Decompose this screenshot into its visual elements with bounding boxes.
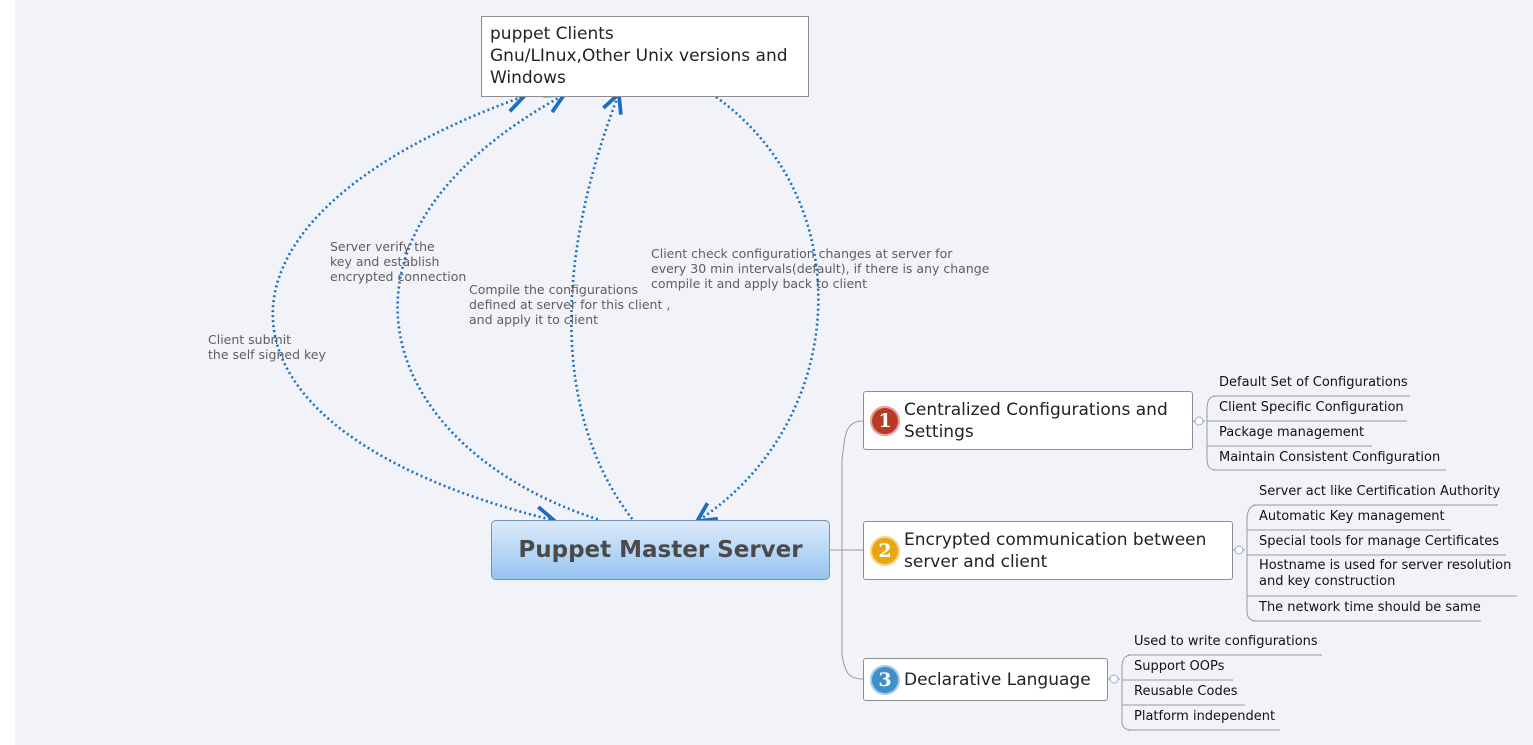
number-3-icon: 3 <box>870 664 900 695</box>
puppet-clients-node[interactable]: puppet Clients Gnu/LInux,Other Unix vers… <box>481 16 809 97</box>
branch-declarative-language[interactable]: 3 Declarative Language <box>863 658 1108 701</box>
leaf-item[interactable]: Support OOPs <box>1134 659 1225 674</box>
arrow-submit-key <box>271 97 552 520</box>
leaf-item[interactable]: Reusable Codes <box>1134 684 1238 699</box>
clients-platforms-cont: Windows <box>490 68 566 88</box>
leaf-item[interactable]: Special tools for manage Certificates <box>1259 534 1500 549</box>
leaf-item[interactable]: Default Set of Configurations <box>1219 375 1408 390</box>
collapse-toggle-3 <box>1109 674 1119 684</box>
branch-label: Declarative Language <box>904 669 1091 690</box>
collapse-toggle-1 <box>1194 416 1204 426</box>
master-title: Puppet Master Server <box>518 537 803 563</box>
collapse-toggle-2 <box>1234 545 1244 555</box>
arrow-check-changes <box>699 95 820 520</box>
leaf-item[interactable]: Used to write configurations <box>1134 634 1318 649</box>
puppet-master-node[interactable]: Puppet Master Server <box>491 520 830 580</box>
leaf-item[interactable]: The network time should be same <box>1259 600 1481 615</box>
master-to-branches <box>830 420 864 680</box>
leaf-item[interactable]: Automatic Key management <box>1259 509 1445 524</box>
clients-platforms: Gnu/LInux,Other Unix versions and <box>490 46 788 66</box>
leaf-item[interactable]: Client Specific Configuration <box>1219 400 1404 415</box>
branch3-leaf-underlines <box>1128 654 1322 731</box>
arrow-verify-key <box>396 96 601 522</box>
leaf-item[interactable]: Maintain Consistent Configuration <box>1219 450 1441 465</box>
number-1-icon: 1 <box>870 405 900 436</box>
branch3-to-leaves <box>1108 654 1133 731</box>
branch1-leaf-underlines <box>1213 395 1446 471</box>
branch1-to-leaves <box>1193 395 1218 471</box>
branch2-to-leaves <box>1233 504 1258 622</box>
leaf-item[interactable]: Server act like Certification Authority <box>1259 484 1501 499</box>
branch2-leaf-underlines <box>1253 504 1517 622</box>
leaf-item[interactable]: Package management <box>1219 425 1365 440</box>
clients-title: puppet Clients <box>490 24 614 44</box>
link-label-check-changes: Client check configuration changes at se… <box>651 246 990 291</box>
number-2-icon: 2 <box>870 535 900 566</box>
leaf-item[interactable]: Platform independent <box>1134 709 1276 724</box>
